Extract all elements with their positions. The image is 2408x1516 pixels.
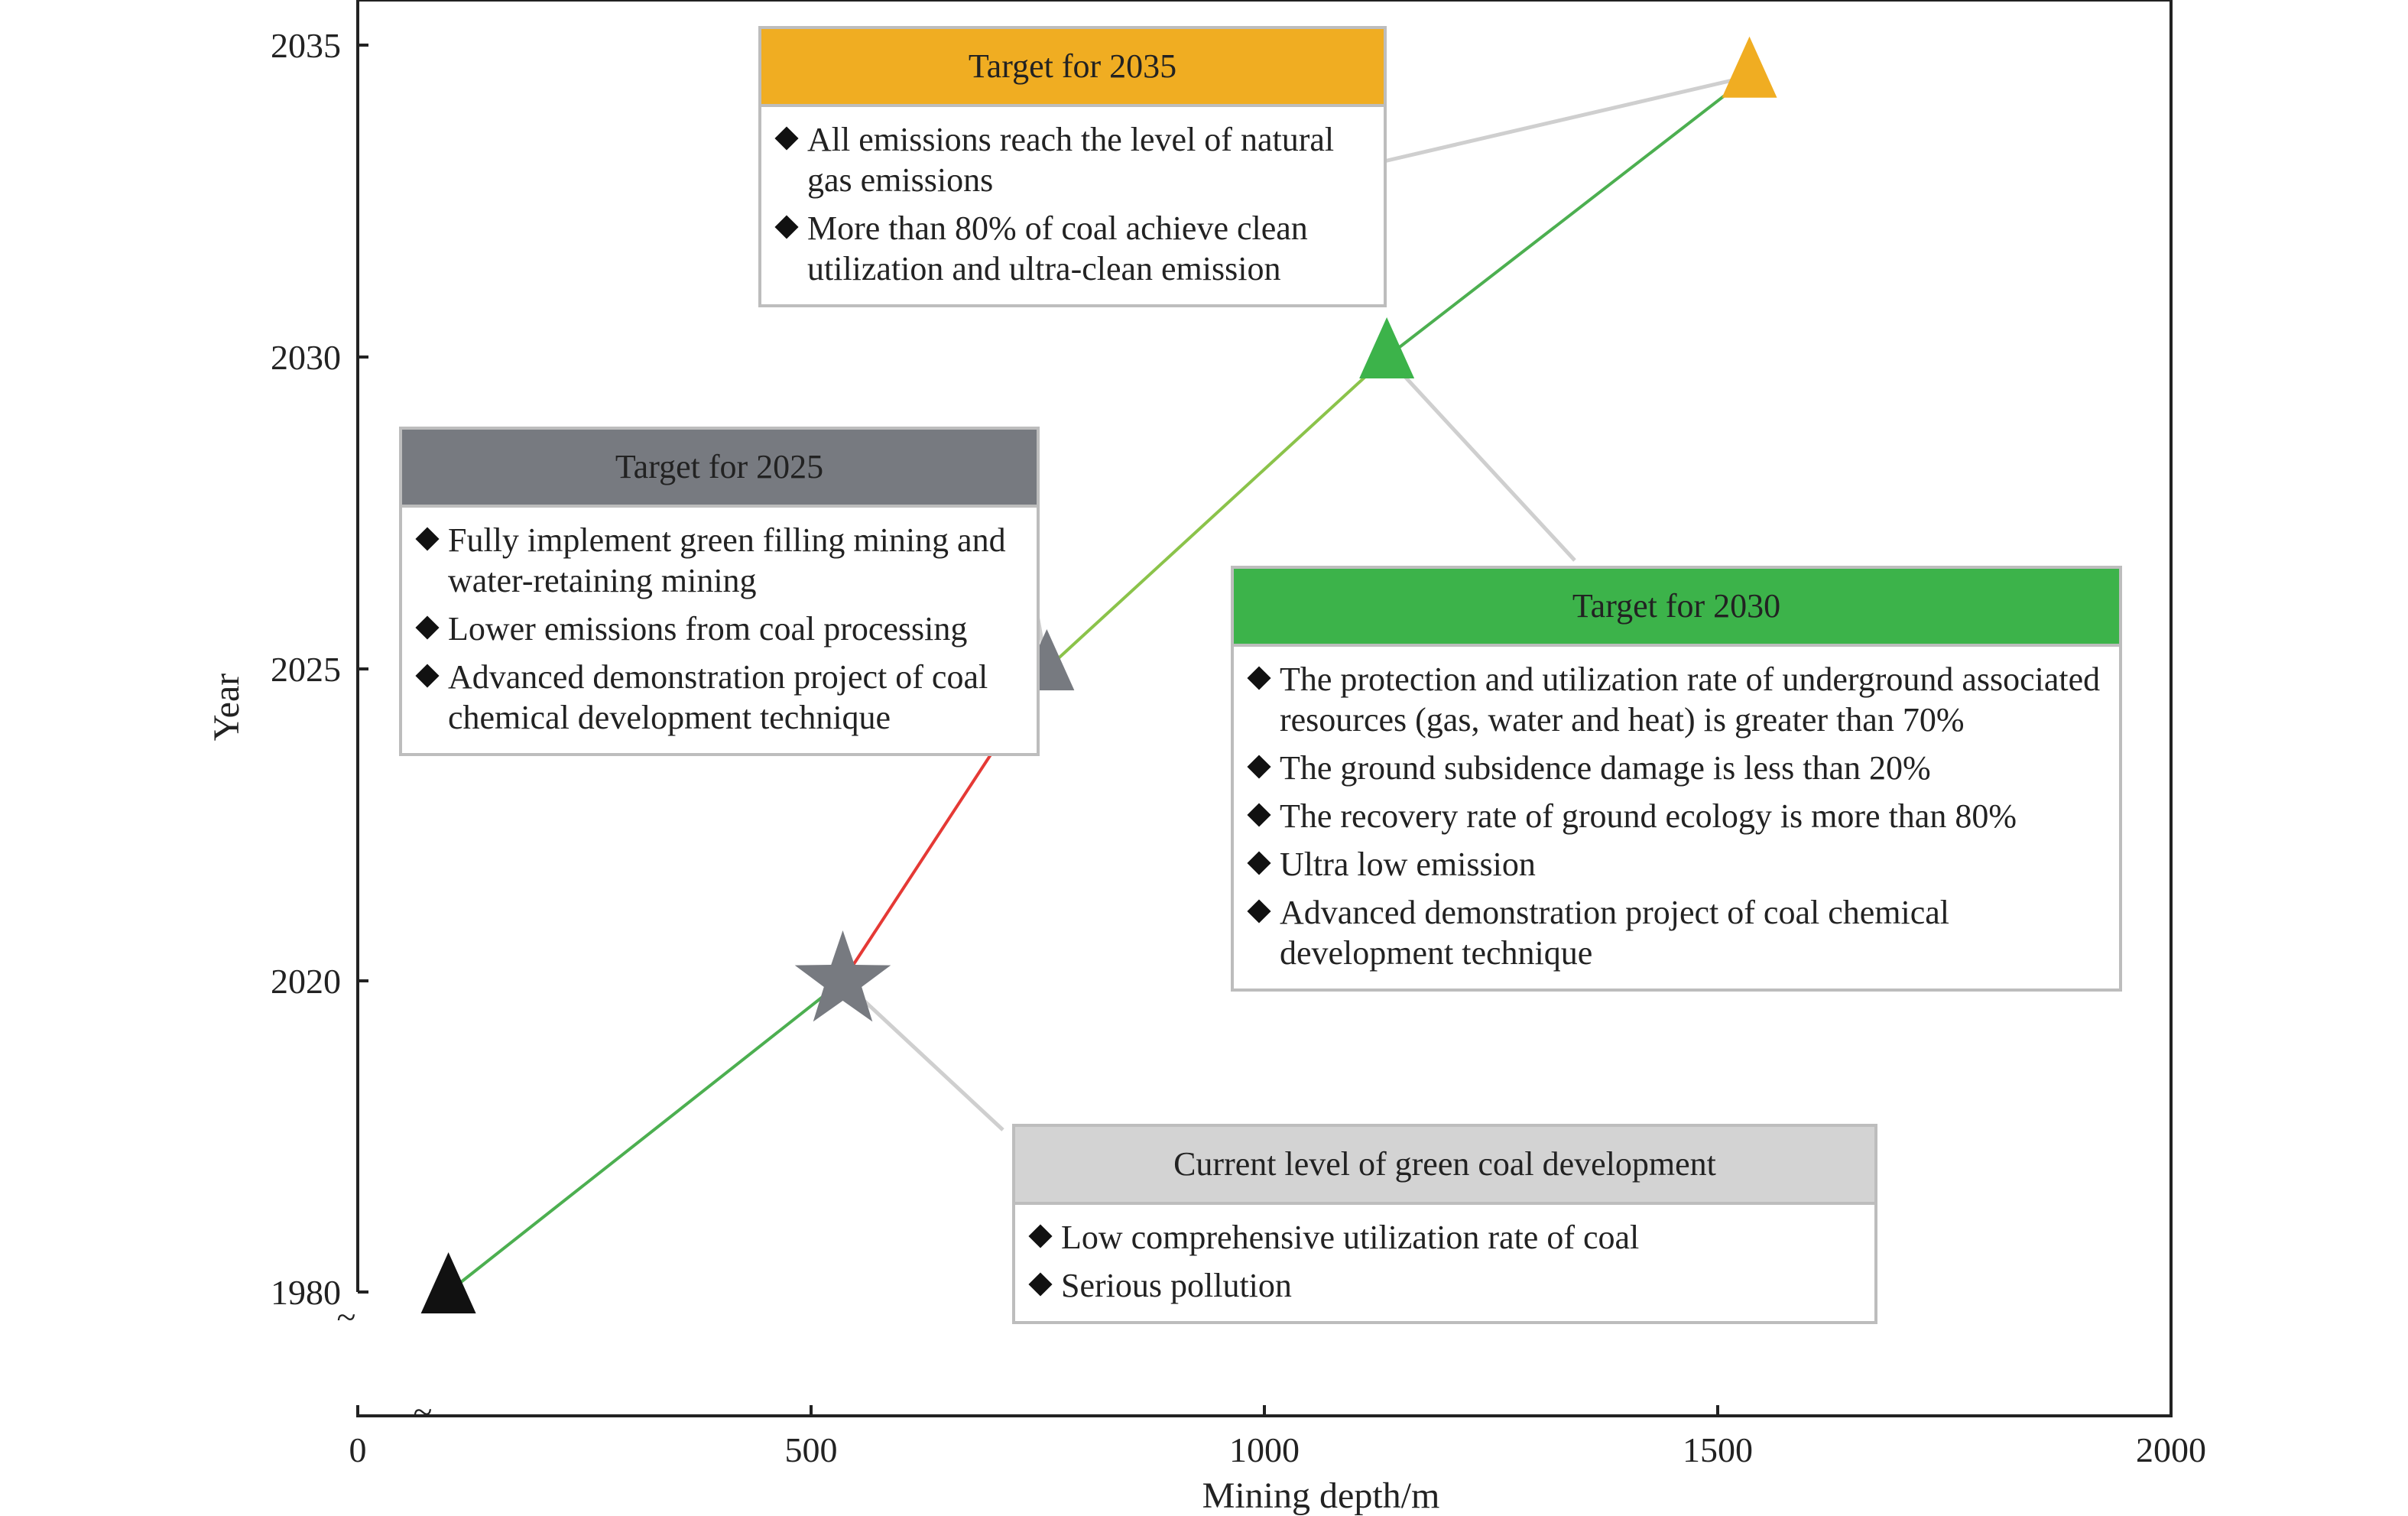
annotation-title: Current level of green coal development [1015, 1127, 1874, 1205]
annotation-item: Lower emissions from coal processing [414, 609, 1021, 649]
line-segment [447, 979, 844, 1294]
annotation-item: The protection and utilization rate of u… [1246, 659, 2104, 740]
annotation-item: All emissions reach the level of natural… [774, 119, 1368, 200]
annotation-title: Target for 2025 [402, 430, 1037, 508]
callout-connector [1380, 74, 1751, 164]
annotation-item: More than 80% of coal achieve clean util… [774, 208, 1368, 289]
annotation-item: Ultra low emission [1246, 844, 2104, 885]
annotation-item-text: Low comprehensive utilization rate of co… [1061, 1219, 1640, 1256]
annotation-item-text: Advanced demonstration project of coal c… [1280, 894, 1949, 972]
annotation-title: Target for 2035 [761, 29, 1384, 107]
annotation-list: All emissions reach the level of natural… [761, 107, 1384, 304]
diamond-bullet-icon [415, 664, 440, 688]
diamond-bullet-icon [774, 126, 799, 151]
x-tick-label: 2000 [2136, 1430, 2206, 1469]
axis-break-lower: ~ [414, 1392, 433, 1431]
diamond-bullet-icon [774, 215, 799, 239]
axis-break-upper: ~ [337, 1297, 356, 1336]
diamond-bullet-icon [1247, 899, 1271, 924]
y-axis-title: Year [206, 674, 247, 741]
y-tick-label: 2035 [271, 26, 341, 65]
annotation-item: The recovery rate of ground ecology is m… [1246, 796, 2104, 836]
x-axis-ticks: 0 500 1000 1500 2000 [349, 1405, 2206, 1469]
diamond-bullet-icon [1247, 666, 1271, 690]
data-point-triangle-marker [1359, 317, 1415, 378]
y-tick-label: 1980 [271, 1273, 341, 1312]
x-axis-title: Mining depth/m [1202, 1475, 1440, 1516]
diamond-bullet-icon [1247, 755, 1271, 779]
x-tick-label: 1500 [1683, 1430, 1753, 1469]
diamond-bullet-icon [1028, 1272, 1053, 1297]
callout-connector [1385, 355, 1576, 562]
annotation-list: The protection and utilization rate of u… [1234, 647, 2119, 988]
annotation-item: Fully implement green filling mining and… [414, 520, 1021, 601]
annotation-item: Advanced demonstration project of coal c… [414, 657, 1021, 738]
data-point-triangle-marker [1722, 36, 1777, 98]
y-tick-label: 2020 [271, 962, 341, 1001]
y-axis-ticks: 1980 2020 2025 2030 2035 [271, 26, 368, 1312]
x-tick-label: 0 [349, 1430, 367, 1469]
annotation-item: Serious pollution [1027, 1265, 1859, 1306]
x-tick-label: 500 [785, 1430, 838, 1469]
annotation-item-text: All emissions reach the level of natural… [807, 121, 1335, 199]
axis-break-mask [350, 1292, 365, 1407]
data-point-star-marker [794, 930, 891, 1022]
line-segment [1046, 355, 1388, 670]
annotation-title: Target for 2030 [1234, 569, 2119, 647]
annotation-item-text: The recovery rate of ground ecology is m… [1280, 797, 2017, 835]
annotation-item-text: Ultra low emission [1280, 846, 1536, 883]
annotation-item-text: Serious pollution [1061, 1267, 1292, 1304]
diamond-bullet-icon [1247, 851, 1271, 875]
annotation-list: Low comprehensive utilization rate of co… [1015, 1205, 1874, 1321]
y-tick-label: 2025 [271, 650, 341, 689]
y-tick-label: 2030 [271, 338, 341, 377]
diamond-bullet-icon [1247, 803, 1271, 827]
annotation-item-text: More than 80% of coal achieve clean util… [807, 209, 1308, 287]
annotation-item: Low comprehensive utilization rate of co… [1027, 1217, 1859, 1258]
x-tick-label: 1000 [1229, 1430, 1300, 1469]
data-point-triangle-marker [420, 1252, 476, 1313]
annotation-item-text: Fully implement green filling mining and… [448, 521, 1006, 599]
annotation-list: Fully implement green filling mining and… [402, 508, 1037, 753]
annotation-item: Advanced demonstration project of coal c… [1246, 892, 2104, 973]
annotation-item-text: Advanced demonstration project of coal c… [448, 658, 988, 736]
annotation-item-text: The protection and utilization rate of u… [1280, 661, 2101, 739]
diamond-bullet-icon [1028, 1224, 1053, 1248]
annotation-item-text: Lower emissions from coal processing [448, 610, 968, 648]
annotation-item: The ground subsidence damage is less tha… [1246, 748, 2104, 788]
annotation-item-text: The ground subsidence damage is less tha… [1280, 749, 1931, 787]
diamond-bullet-icon [415, 615, 440, 640]
callout-connector [841, 979, 1004, 1131]
line-segment [1385, 75, 1751, 359]
diamond-bullet-icon [415, 527, 440, 551]
